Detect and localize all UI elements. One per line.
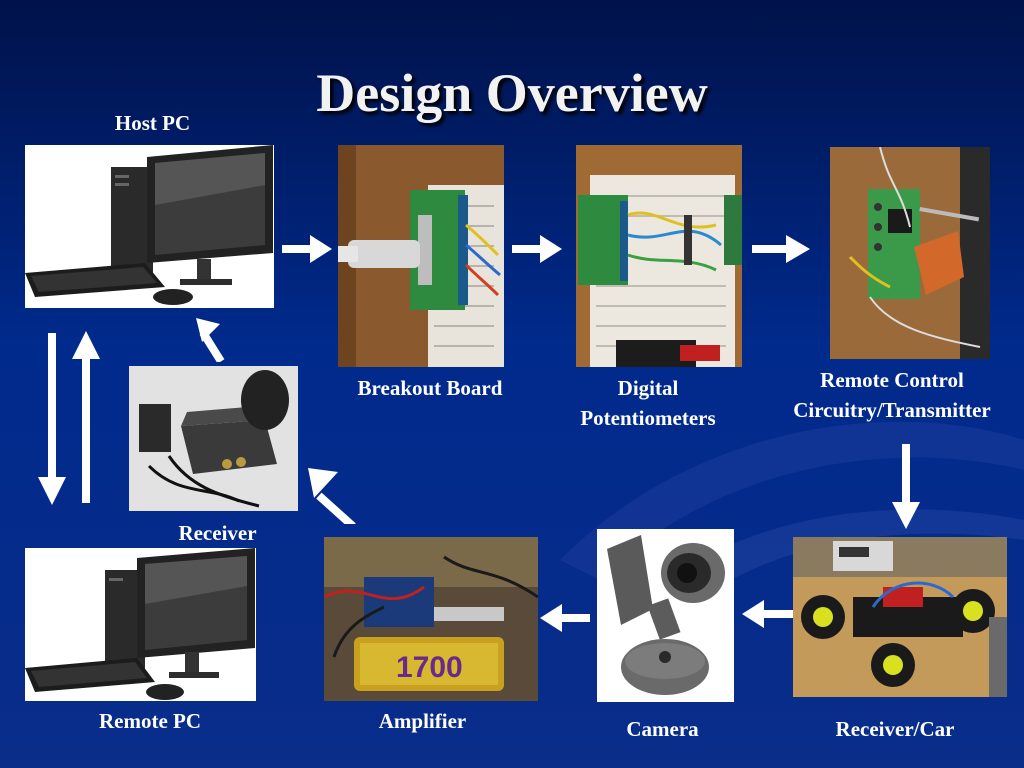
arrow-up-icon — [72, 331, 100, 503]
host-pc-image — [25, 145, 274, 308]
page-title: Design Overview — [316, 63, 708, 123]
arrow-left-icon — [742, 600, 794, 628]
remote-pc-image — [25, 548, 256, 701]
arrow-left-icon — [540, 604, 590, 632]
digital-potentiometers-label: Digital Potentiometers — [548, 373, 748, 433]
receiver-image — [129, 366, 298, 511]
digital-potentiometers-label-line1: Digital — [617, 376, 679, 400]
digital-potentiometers-image — [576, 145, 742, 367]
arrow-up-left-icon — [196, 318, 225, 362]
remote-control-label-line1: Remote Control — [820, 368, 964, 392]
remote-control-label: Remote Control Circuitry/Transmitter — [762, 365, 1022, 425]
breakout-board-image — [338, 145, 504, 367]
arrow-up-left-icon — [308, 468, 356, 524]
receiver-label: Receiver — [178, 521, 257, 545]
receiver-car-image — [793, 537, 1007, 697]
amplifier-photo-text: 1700 — [396, 651, 463, 684]
remote-control-image — [830, 147, 990, 359]
camera-label: Camera — [626, 717, 699, 741]
arrow-down-icon — [892, 444, 920, 529]
host-pc-label: Host PC — [114, 111, 191, 135]
receiver-car-label: Receiver/Car — [835, 717, 955, 741]
arrow-right-icon — [512, 235, 562, 263]
digital-potentiometers-label-line2: Potentiometers — [580, 406, 716, 430]
arrow-right-icon — [282, 235, 332, 263]
arrow-right-icon — [752, 235, 810, 263]
amplifier-label: Amplifier — [378, 709, 467, 733]
remote-control-label-line2: Circuitry/Transmitter — [793, 398, 991, 422]
arrow-down-icon — [38, 333, 66, 505]
camera-image — [597, 529, 734, 702]
breakout-board-label: Breakout Board — [357, 376, 503, 400]
amplifier-image: 1700 — [324, 537, 538, 701]
remote-pc-label: Remote PC — [98, 709, 202, 733]
